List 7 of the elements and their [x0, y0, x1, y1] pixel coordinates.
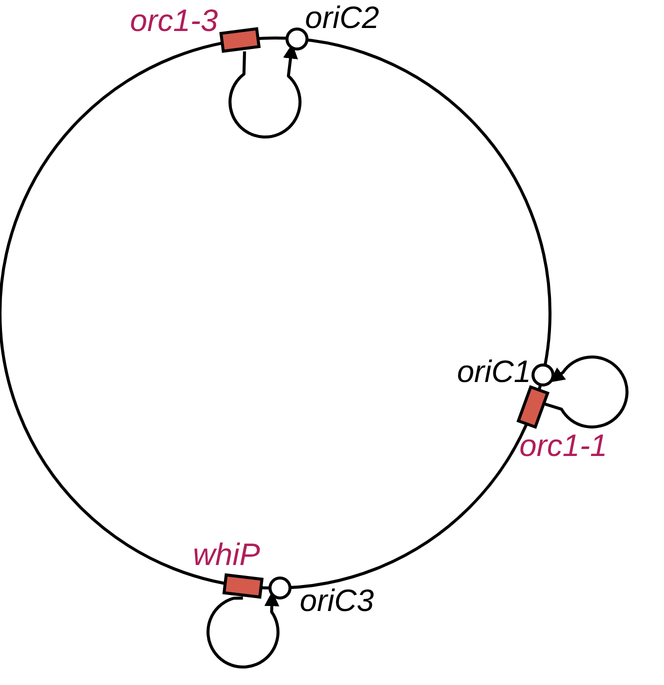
origin-label: oriC1: [456, 354, 532, 389]
gene-label: whiP: [192, 538, 260, 572]
origin-label: oriC2: [305, 0, 380, 35]
circular-arrow: [544, 356, 628, 428]
origin-label: oriC3: [300, 584, 374, 618]
gene-label: orc1-1: [519, 429, 608, 464]
gene-label: orc1-3: [130, 4, 218, 38]
